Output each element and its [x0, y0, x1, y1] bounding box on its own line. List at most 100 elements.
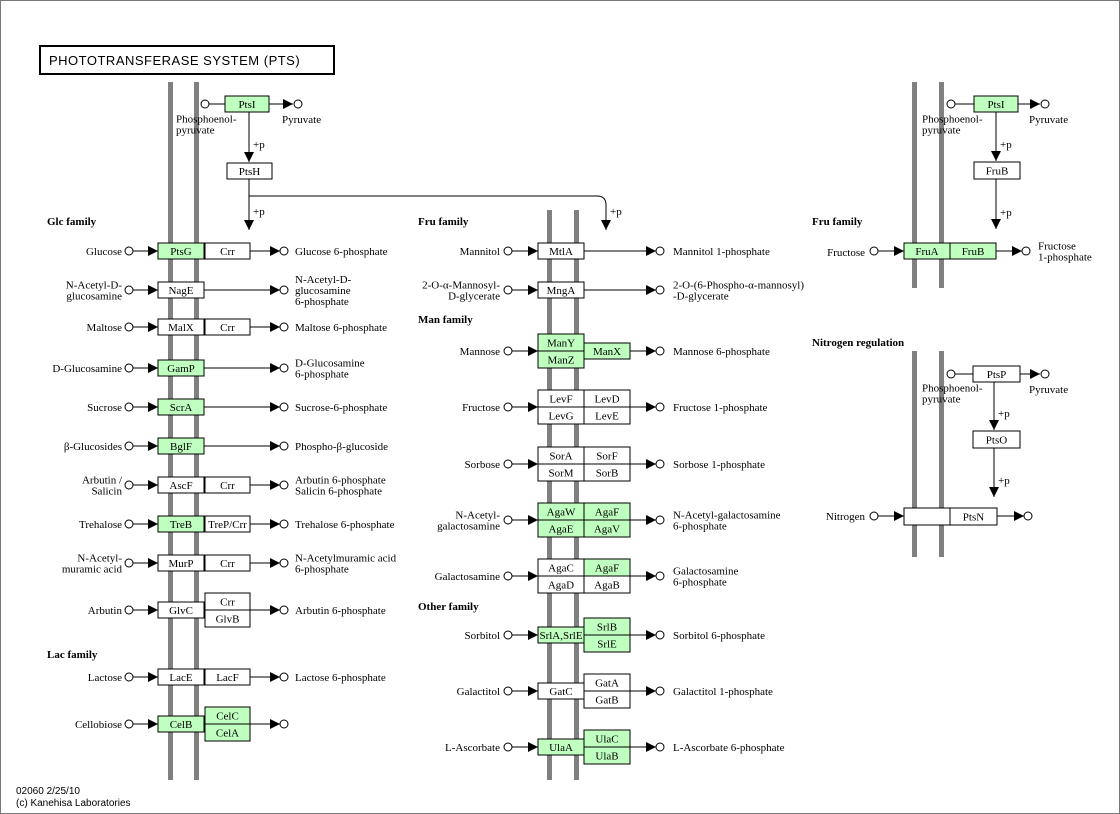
- ptsh-fru-link: [249, 195, 607, 206]
- ptsi-frub-arrow-head: [991, 151, 1001, 161]
- family-glc: Glc family: [47, 216, 97, 228]
- compound-arbsal: Arbutin /Salicin: [82, 475, 123, 498]
- substrate-node: [124, 519, 134, 529]
- gene-label-ptsi: PtsI: [987, 99, 1004, 111]
- product-node: [655, 742, 665, 752]
- uptake-arrow-head: [528, 742, 538, 752]
- gene-label-crr: Crr: [220, 246, 235, 258]
- gene-label-sorf: SorF: [596, 451, 617, 463]
- plus-p-label: +p: [1000, 207, 1012, 219]
- gene-box-srle: [583, 634, 631, 653]
- product-arrow-head: [646, 246, 656, 256]
- gene-label-manz: ManZ: [548, 355, 575, 367]
- compound-galactitol1p: Galactitol 1-phosphate: [673, 686, 773, 698]
- plus-p-label: +p: [610, 206, 622, 218]
- compound-fructose1p: Fructose 1-phosphate: [673, 402, 768, 414]
- product-arrow-head: [646, 459, 656, 469]
- compound-sorbitol: Sorbitol: [465, 630, 500, 642]
- gene-label-ptsn: PtsN: [963, 512, 984, 524]
- gene-box-leve: [583, 406, 631, 425]
- gene-label-ptso: PtsO: [986, 435, 1007, 447]
- uptake-arrow-head: [148, 285, 158, 295]
- compound-pyruvate: Pyruvate: [282, 114, 321, 126]
- product-node: [279, 322, 289, 332]
- product-arrow-head: [270, 605, 280, 615]
- gene-label-nage: NagE: [168, 285, 193, 297]
- ptsi-pyruvate-arrow-right-head: [1030, 99, 1040, 109]
- product-node: [279, 558, 289, 568]
- product-node: [655, 346, 665, 356]
- compound-galactitol: Galactitol: [457, 686, 500, 698]
- gene-box-celb: [157, 715, 205, 733]
- substrate-node: [503, 686, 513, 696]
- product-arrow-head: [270, 322, 280, 332]
- product-node: [655, 402, 665, 412]
- product-node: [655, 459, 665, 469]
- substrate-node: [124, 480, 134, 490]
- product-arrow-head: [646, 285, 656, 295]
- family-other: Other family: [418, 601, 479, 613]
- gene-label-levd: LevD: [594, 394, 619, 406]
- compound-maltose: Maltose: [87, 322, 123, 334]
- compound-ascorbate: L-Ascorbate: [445, 742, 500, 754]
- product-node: [279, 246, 289, 256]
- product-node: [279, 672, 289, 682]
- compound-sucrose: Sucrose: [87, 402, 122, 414]
- gene-label-ptsi: PtsI: [238, 99, 255, 111]
- pep-node-nitro: [946, 369, 956, 379]
- gene-label-crr: Crr: [220, 480, 235, 492]
- compound-glucose: Glucose: [86, 246, 122, 258]
- uptake-arrow-head: [148, 480, 158, 490]
- compound-mannose6p: Mannose 6-phosphate: [673, 346, 770, 358]
- plus-p-label: +p: [253, 139, 265, 151]
- product-node: [655, 515, 665, 525]
- gene-box-cela: [204, 723, 251, 742]
- family-fru1: Fru family: [418, 216, 469, 228]
- compound-mannitol1p: Mannitol 1-phosphate: [673, 246, 770, 258]
- product-node: [279, 285, 289, 295]
- product-arrow-head: [270, 246, 280, 256]
- compound-sorbose1p: Sorbose 1-phosphate: [673, 459, 765, 471]
- membrane-fru-inner: [939, 82, 944, 288]
- compound-arbutin6p: Arbutin 6-phosphate: [295, 605, 386, 617]
- gene-label-treb: TreB: [170, 519, 192, 531]
- compound-bglc6p: Phospho-β-glucoside: [295, 441, 388, 453]
- gene-box-glvc: [157, 601, 205, 619]
- gene-label-gatc: GatC: [549, 686, 572, 698]
- plus-p-label: +p: [253, 206, 265, 218]
- gene-label-glvc: GlvC: [169, 605, 193, 617]
- substrate-node: [503, 346, 513, 356]
- uptake-arrow-head: [148, 672, 158, 682]
- product-arrow-head: [270, 719, 280, 729]
- substrate-node: [124, 719, 134, 729]
- product-node: [279, 363, 289, 373]
- gene-label-bglf: BglF: [170, 441, 192, 453]
- substrate-node: [503, 246, 513, 256]
- compound-fructose-r: Fructose: [827, 247, 865, 259]
- product-arrow-head: [270, 441, 280, 451]
- gene-label-sora: SorA: [549, 451, 572, 463]
- gene-label-agaf: AgaF: [595, 507, 619, 519]
- gene-box-ptso: [972, 430, 1021, 449]
- pyruvate-node-nitro: [1040, 369, 1050, 379]
- gene-label-trep-crr: TreP/Crr: [208, 519, 247, 531]
- uptake-arrow-head: [148, 402, 158, 412]
- membrane-nitrogen-outer: [912, 351, 917, 557]
- gene-label-agac: AgaC: [548, 563, 574, 575]
- plus-p-label: +p: [1000, 139, 1012, 151]
- substrate-node: [503, 630, 513, 640]
- compound-glucose6p: Glucose 6-phosphate: [295, 246, 388, 258]
- gene-box-lace: [157, 668, 205, 686]
- gene-label-gata: GatA: [595, 678, 619, 690]
- product-node: [279, 519, 289, 529]
- gene-label-glvb: GlvB: [216, 614, 240, 626]
- uptake-arrow-head: [148, 719, 158, 729]
- uptake-arrow-head: [148, 441, 158, 451]
- unnamed-transporter-box: [903, 507, 951, 526]
- product-node: [279, 441, 289, 451]
